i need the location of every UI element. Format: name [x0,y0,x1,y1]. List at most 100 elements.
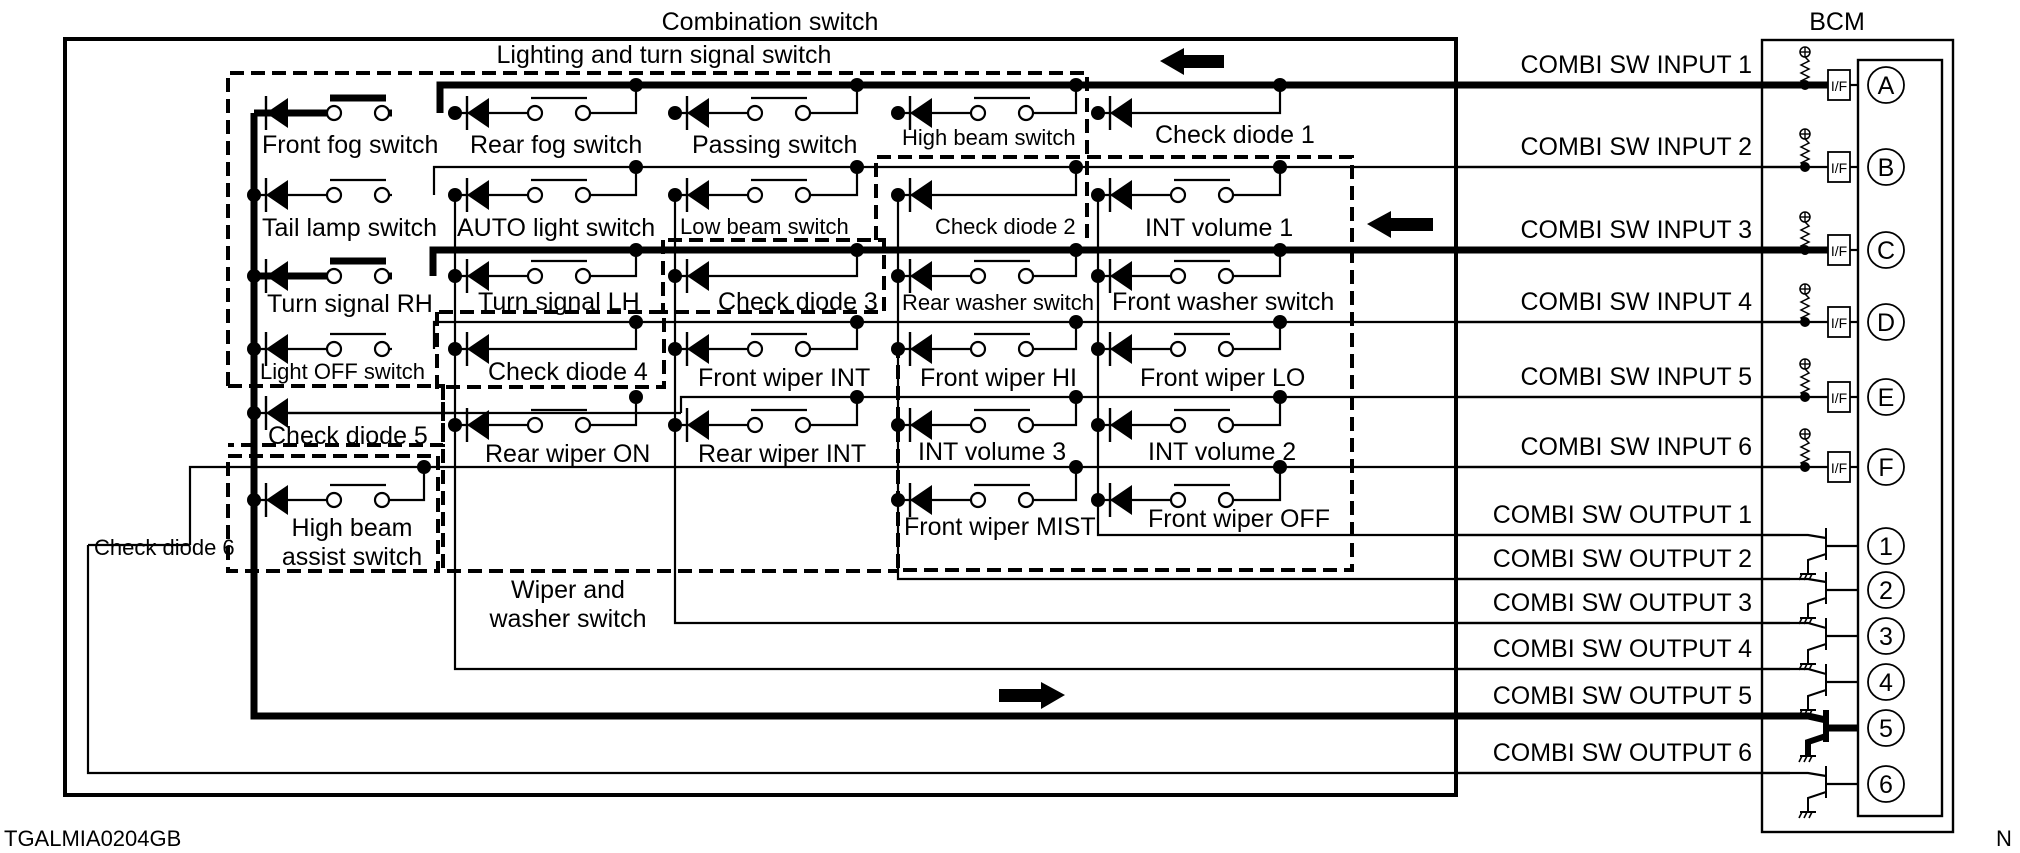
label-rear-wiper-int: Rear wiper INT [698,440,866,468]
switch-check-diode-3 [668,243,864,295]
label-int-volume-1: INT volume 1 [1145,214,1293,242]
output-label: COMBI SW OUTPUT 4 [1493,635,1752,663]
switch-turn-rh [247,257,392,295]
label-rear-fog: Rear fog switch [470,131,642,159]
bus-junction-dot [668,106,682,120]
pullup-resistor-icon [1799,138,1811,168]
bus-junction-dot [891,342,905,356]
bus-junction-dot [891,269,905,283]
label-int-volume-2: INT volume 2 [1148,438,1296,466]
interface-label: I/F [1831,390,1847,406]
switch-passing [668,78,864,132]
diode-icon [264,94,290,132]
diode-icon [908,176,934,214]
junction-dot [1069,315,1083,329]
combination-switch-box [63,37,1458,797]
label-check-diode-4: Check diode 4 [488,358,648,386]
pin-label: 5 [1879,715,1893,743]
switch-check-diode-5 [247,394,454,432]
bus-junction-dot [1091,493,1105,507]
output-label: COMBI SW OUTPUT 5 [1493,682,1752,710]
bus-junction-dot [1091,342,1105,356]
junction-dot [1273,160,1287,174]
label-tail-lamp: Tail lamp switch [262,214,437,242]
bcm-connector-box [1856,58,1944,818]
bus-junction-dot [448,342,462,356]
bcm-title: BCM [1809,8,1865,36]
switch-high-beam-assist [247,460,431,519]
input-label: COMBI SW INPUT 5 [1520,363,1752,391]
check-diode-4-box [435,310,666,389]
switch-light-off [247,330,392,368]
diode-icon [1108,481,1134,519]
label-auto-light: AUTO light switch [457,214,655,242]
ground-icon [1798,811,1817,819]
output-label: COMBI SW OUTPUT 3 [1493,589,1752,617]
junction-dot [629,160,643,174]
label-low-beam: Low beam switch [680,214,849,239]
pin-label: E [1878,384,1895,412]
pin-circle [1867,617,1905,655]
input-label: COMBI SW INPUT 6 [1520,433,1752,461]
switch-turn-lh [448,243,643,295]
junction-dot [850,243,864,257]
switch-int-volume-1 [1091,160,1287,214]
bus-junction-dot [448,188,462,202]
junction-dot [850,78,864,92]
junction-dot [1273,460,1287,474]
input-label: COMBI SW INPUT 3 [1520,216,1752,244]
junction-dot [1069,390,1083,404]
diode-icon [1108,330,1134,368]
label-front-wiper-lo: Front wiper LO [1140,364,1305,392]
pullup-resistor-icon [1799,221,1811,251]
diode-icon [908,257,934,295]
switch-front-washer [1091,243,1287,295]
junction-dot [417,460,431,474]
bus-junction-dot [247,342,261,356]
label-light-off: Light OFF switch [260,359,425,384]
switch-front-wiper-mist [891,460,1083,519]
pullup-resistor-icon [1799,438,1811,468]
junction-dot [1273,243,1287,257]
interface-label: I/F [1831,78,1847,94]
diode-icon [685,330,711,368]
check-diode-3-box [661,238,886,314]
pin-label: 3 [1879,623,1893,651]
figure-id: TGALMIA0204GB [4,826,181,851]
pin-circle [1867,527,1905,565]
diode-icon [264,481,290,519]
bus-junction-dot [448,418,462,432]
output-label: COMBI SW OUTPUT 2 [1493,545,1752,573]
bus-junction-dot [1091,418,1105,432]
pin-circle [1867,378,1905,416]
switch-rear-fog [448,78,643,132]
pin-circle [1867,231,1905,269]
junction-dot [1273,390,1287,404]
switch-high-beam [891,78,1083,132]
diode-icon [264,176,290,214]
bus-junction-dot [247,269,261,283]
pin-label: A [1878,72,1895,100]
bcm-output-4: COMBI SW OUTPUT 4 4 [1456,635,1905,717]
label-front-wiper-hi: Front wiper HI [920,364,1077,392]
pin-label: 4 [1879,669,1893,697]
flow-arrow-left-2 [1367,211,1433,238]
junction-dot [1069,460,1083,474]
bcm-output-5: COMBI SW OUTPUT 5 5 [1456,682,1905,763]
group-boxes [226,71,1354,573]
switch-rear-washer [891,243,1083,295]
junction-dot [1273,315,1287,329]
output-label: COMBI SW OUTPUT 6 [1493,739,1752,767]
bus-junction-dot [891,188,905,202]
bcm-output-1: COMBI SW OUTPUT 11 [1456,501,1905,581]
wiper-group-title-2: washer switch [489,605,647,633]
switch-labels: Front fog switch Rear fog switch Passing… [94,121,1334,633]
pin-circle [1867,709,1905,747]
pin-circle [1867,663,1905,701]
diode-icon [685,257,711,295]
junction-dot [629,315,643,329]
diode-icon [908,481,934,519]
bus-junction-dot [1091,106,1105,120]
